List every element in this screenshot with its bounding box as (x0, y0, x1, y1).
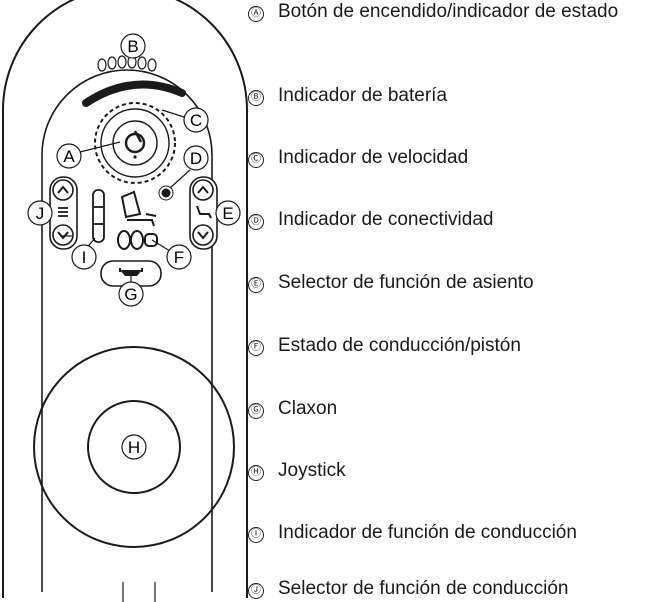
legend-label: Indicador de función de conducción (278, 522, 577, 543)
legend-item-j: Ⓙ Selector de función de conducción (248, 577, 568, 601)
svg-text:F: F (174, 248, 184, 267)
callout-c: C (183, 107, 209, 133)
svg-text:I: I (82, 248, 87, 267)
seat-function-selector[interactable] (189, 176, 218, 250)
svg-text:J: J (36, 204, 45, 223)
legend-item-h: Ⓗ Joystick (248, 459, 346, 483)
seat-down-button[interactable] (192, 224, 214, 246)
callout-d: D (183, 145, 209, 171)
callout-h: H (121, 434, 147, 460)
legend-letter: Ⓖ (248, 403, 264, 419)
legend-label: Claxon (278, 398, 338, 419)
gear-ring (94, 102, 176, 184)
drive-menu-icon (58, 207, 68, 217)
drive-down-button[interactable] (52, 224, 74, 246)
legend-letter: Ⓓ (248, 214, 264, 230)
svg-text:D: D (190, 149, 202, 168)
legend-label: Indicador de batería (278, 85, 448, 106)
svg-text:C: C (190, 111, 202, 130)
drive-function-selector[interactable] (49, 176, 78, 250)
callout-e: E (215, 200, 241, 226)
legend-item-i: Ⓘ Indicador de función de conducción (248, 521, 577, 545)
power-icon (124, 132, 146, 154)
speed-indicator-arc (82, 80, 186, 107)
battery-indicator (97, 55, 157, 72)
legend: Ⓐ Botón de encendido/indicador de estado… (248, 0, 648, 602)
drive-function-indicator (92, 189, 105, 243)
legend-label: Selector de función de conducción (278, 578, 569, 599)
legend-letter: Ⓐ (248, 6, 264, 22)
legend-item-g: Ⓖ Claxon (248, 397, 337, 421)
legend-label: Indicador de velocidad (278, 147, 469, 168)
legend-item-f: Ⓕ Estado de conducción/pistón (248, 334, 521, 358)
chair-status-icon (117, 190, 158, 250)
seat-icon (196, 205, 212, 219)
controller-body (1, 0, 248, 598)
legend-label: Indicador de conectividad (278, 209, 494, 230)
legend-letter: Ⓕ (248, 340, 264, 356)
legend-label: Joystick (278, 460, 346, 481)
controller-diagram: B C A D J E I F G H (1, 0, 248, 602)
legend-letter: Ⓒ (248, 152, 264, 168)
callout-g: G (118, 281, 144, 307)
legend-item-c: Ⓒ Indicador de velocidad (248, 146, 468, 170)
svg-text:B: B (127, 37, 138, 56)
legend-letter: Ⓑ (248, 90, 264, 106)
legend-label: Estado de conducción/pistón (278, 335, 521, 356)
callout-i: I (71, 244, 97, 270)
legend-letter: Ⓘ (248, 527, 264, 543)
legend-item-b: Ⓑ Indicador de batería (248, 84, 447, 108)
svg-text:E: E (222, 204, 233, 223)
callout-b: B (120, 33, 146, 59)
callout-a: A (56, 143, 82, 169)
legend-item-d: Ⓓ Indicador de conectividad (248, 208, 493, 232)
legend-item-e: Ⓔ Selector de función de asiento (248, 271, 534, 295)
legend-letter: Ⓔ (248, 277, 264, 293)
legend-letter: Ⓙ (248, 583, 264, 599)
svg-text:G: G (124, 285, 137, 304)
drive-up-button[interactable] (52, 179, 74, 201)
seat-up-button[interactable] (192, 179, 214, 201)
legend-label: Botón de encendido/indicador de estado (278, 1, 619, 22)
callout-j: J (27, 200, 53, 226)
legend-label: Selector de función de asiento (278, 272, 534, 293)
power-button[interactable] (94, 102, 176, 184)
callout-f: F (166, 244, 192, 270)
svg-text:H: H (128, 438, 140, 457)
legend-item-a: Ⓐ Botón de encendido/indicador de estado (248, 0, 628, 24)
connectivity-indicator (161, 188, 171, 198)
svg-text:A: A (63, 147, 75, 166)
legend-letter: Ⓗ (248, 465, 264, 481)
